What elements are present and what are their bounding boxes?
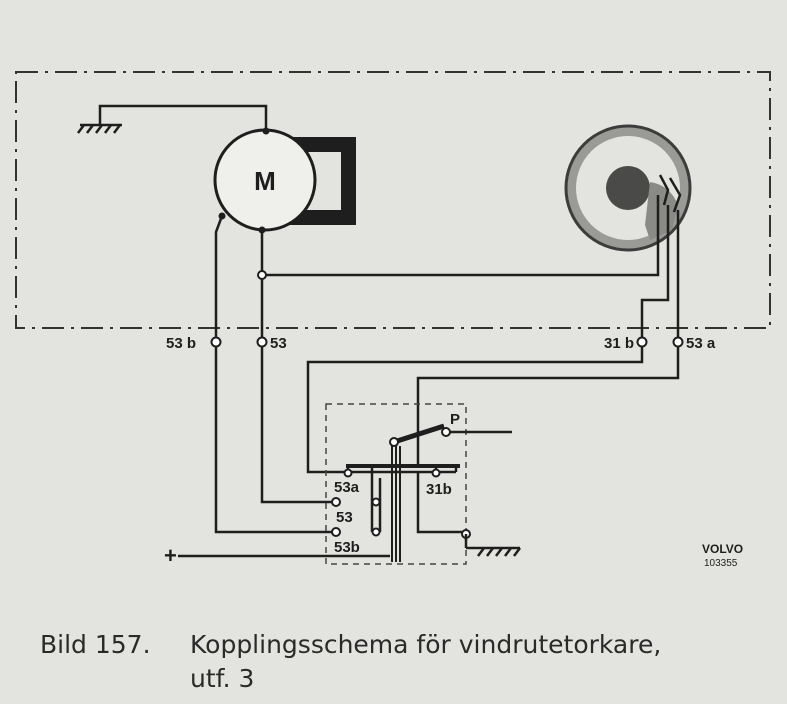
- terminal-53b-label: 53 b: [166, 335, 196, 352]
- wiper-switch-contacts: [346, 423, 512, 562]
- brand-label: VOLVO: [702, 542, 743, 556]
- terminal-53a-label: 53 a: [686, 335, 716, 352]
- wiper-motor: M: [213, 127, 356, 234]
- wiper-unit-boundary: [15, 71, 771, 329]
- connector-terminals: [210, 336, 684, 348]
- wires-lower: [178, 347, 680, 558]
- switch-53a-label: 53a: [334, 479, 360, 496]
- terminal-53-label: 53: [270, 335, 287, 352]
- plus-supply-label: +: [164, 543, 177, 568]
- switch-53-label: 53: [336, 509, 353, 526]
- switch-31b-label: 31b: [426, 481, 452, 498]
- wiper-switch-box: [325, 403, 467, 565]
- switch-53b-label: 53b: [334, 539, 360, 556]
- ground-symbol-motor: [77, 104, 268, 134]
- switch-terminals: [331, 427, 471, 539]
- motor-label: M: [254, 166, 276, 196]
- junction-node: [257, 270, 267, 280]
- drawing-number: 103355: [704, 558, 738, 569]
- wires-upper: [214, 195, 680, 342]
- switch-park-label: P: [450, 411, 460, 428]
- figure-title: Kopplingsschema för vindrutetorkare,: [190, 630, 662, 659]
- figure-caption: Bild 157. Kopplingsschema för vindrutetor…: [40, 628, 661, 696]
- park-switch-cam: [564, 124, 692, 252]
- caption-line-1: Bild 157. Kopplingsschema för vindrutetor…: [40, 628, 661, 662]
- ground-symbol-switch: [464, 534, 521, 557]
- caption-line-2: utf. 3: [190, 664, 255, 693]
- figure-number: Bild 157.: [40, 630, 151, 659]
- terminal-31b-label: 31 b: [604, 335, 634, 352]
